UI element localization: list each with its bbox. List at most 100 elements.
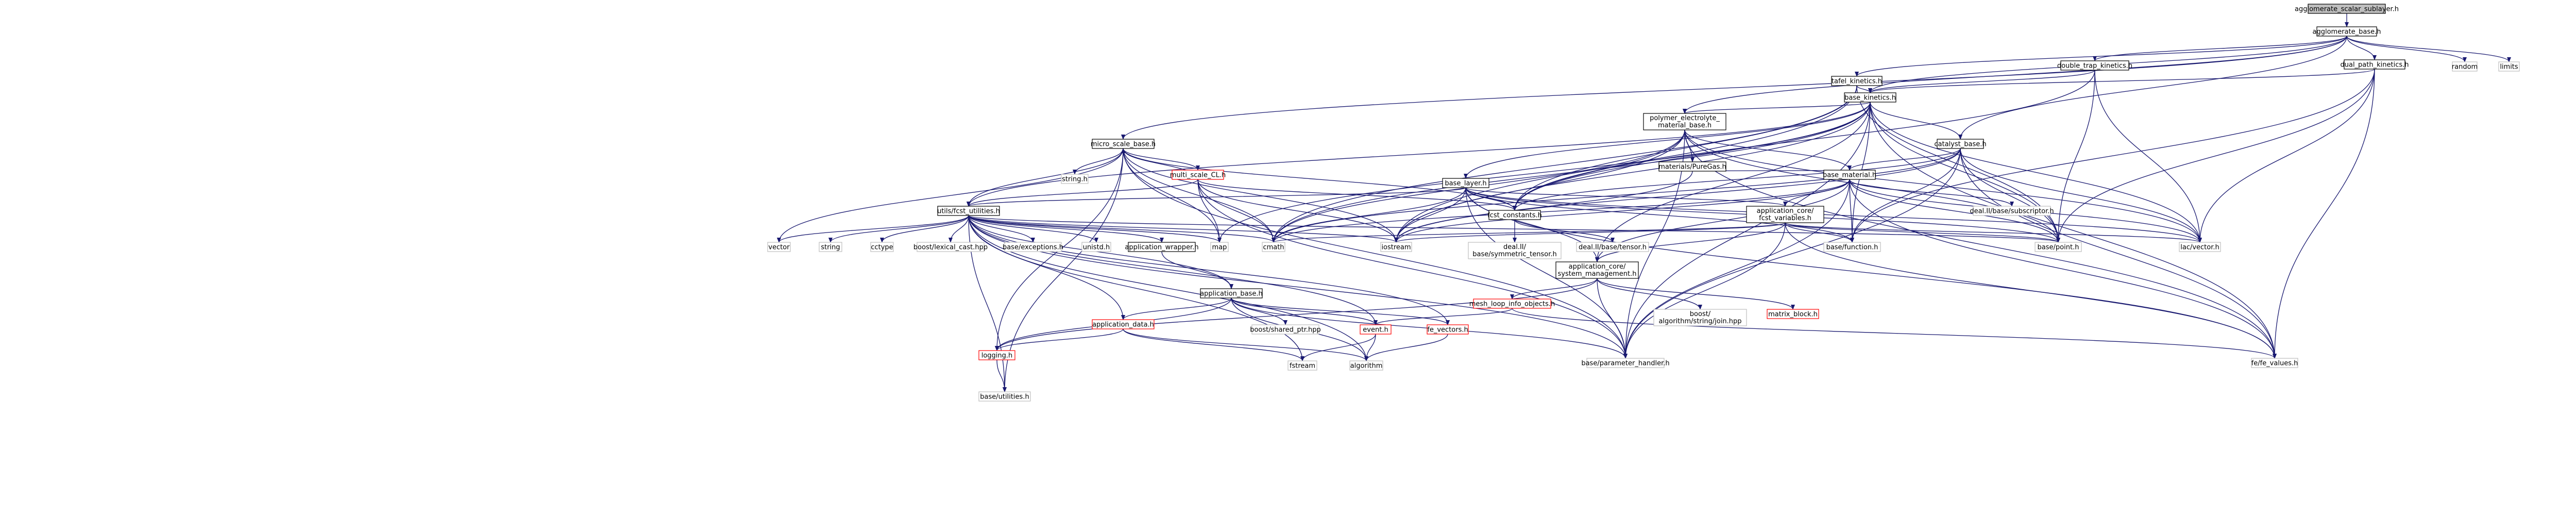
dependency-edge (1123, 148, 1276, 243)
node-label: system_management.h (1558, 270, 1637, 278)
edge-multi_scale-to-cmath (1197, 179, 1276, 243)
edge-app_core_vars-to-cmath (1272, 222, 1786, 243)
edge-agg_base-to-limits (2346, 36, 2511, 62)
node-label: fstream (1290, 362, 1315, 370)
dependency-edge (1849, 179, 1854, 243)
node-box (819, 242, 842, 252)
node-matrix-block[interactable]: matrix_block.h (1767, 309, 1819, 319)
dependency-edge (1849, 179, 2277, 359)
node-fe-vectors[interactable]: fe_vectors.h (1427, 324, 1469, 335)
edge-app_core_vars-to-app_system (1595, 222, 1786, 262)
node-box (1576, 242, 1649, 252)
node-base-kinetics[interactable]: base_kinetics.h (1844, 92, 1896, 103)
dependency-edge (1623, 179, 1850, 359)
edge-agg_base-to-tafel (1855, 36, 2347, 77)
node-app-data[interactable]: application_data.h (1092, 319, 1155, 329)
node-exceptions: base/exceptions.h (1003, 242, 1063, 252)
edge-app_system-to-param_handler (1597, 278, 1628, 359)
dependency-edge (968, 215, 1398, 243)
dependency-edge (1394, 171, 1693, 243)
node-label: matrix_block.h (1768, 311, 1818, 319)
dependency-edge (1595, 222, 1786, 262)
nodes-layer: agglomerate_scalar_sublayer.h agglomerate… (767, 4, 2520, 402)
edge-pure_gas-to-iostream (1394, 171, 1693, 243)
node-box (1643, 113, 1726, 130)
dependency-edge (1197, 179, 1276, 243)
dependency-edge (1121, 297, 1232, 320)
node-multi-scale[interactable]: multi_scale_CL.h (1170, 170, 1226, 180)
node-label: lac/vector.h (2180, 244, 2219, 252)
node-app-wrapper[interactable]: application_wrapper.h (1125, 242, 1199, 252)
node-event[interactable]: event.h (1360, 324, 1392, 335)
node-label: fcst_constants.h (1487, 212, 1542, 220)
node-box (2179, 242, 2221, 252)
node-label: deal.II/base/subscriptor.h (1970, 208, 2054, 215)
edge-catalyst-to-fcst_constants (1513, 148, 1961, 211)
edge-tafel-to-cmath (1272, 85, 1857, 243)
node-box (1488, 210, 1541, 220)
edge-polymer-to-base_material (1684, 129, 1852, 171)
node-dual-path[interactable]: dual_path_kinetics.h (2340, 59, 2409, 70)
edge-agg_base-to-catalyst (1958, 36, 2347, 140)
node-pure-gas[interactable]: materials/PureGas.h (1658, 161, 1726, 172)
node-micro[interactable]: micro_scale_base.h (1091, 139, 1156, 149)
node-polymer[interactable]: polymer_electrolyte_material_base.h (1643, 113, 1726, 130)
node-label: fcst_variables.h (1759, 214, 1811, 222)
node-root[interactable]: agglomerate_scalar_sublayer.h (2295, 4, 2399, 14)
node-app-system[interactable]: application_core/system_management.h (1555, 261, 1639, 279)
node-label: material_base.h (1658, 122, 1711, 129)
node-box (2498, 61, 2520, 72)
node-label: base/exceptions.h (1003, 244, 1063, 252)
node-label: deal.II/ (1503, 243, 1527, 251)
node-label: materials/PureGas.h (1658, 163, 1726, 171)
node-base-material[interactable]: base_material.h (1823, 170, 1876, 180)
edge-catalyst-to-base_point (1960, 148, 2060, 243)
dependency-edge (996, 359, 1007, 392)
node-app-core-vars[interactable]: application_core/fcst_variables.h (1746, 206, 1824, 223)
node-base-point: base/point.h (2035, 242, 2082, 252)
node-logging[interactable]: logging.h (978, 350, 1015, 360)
dependency-edge (1785, 222, 1854, 243)
node-box (1973, 206, 2051, 216)
dependency-edge (2056, 69, 2375, 243)
edge-base_material-to-cmath (1272, 179, 1850, 243)
edge-multi_scale-to-fcst_constants (1197, 179, 1517, 211)
node-app-base[interactable]: application_base.h (1200, 288, 1263, 299)
node-label: catalyst_base.h (1934, 141, 1986, 148)
edge-catalyst-to-base_material (1848, 148, 1961, 171)
edge-fcst_utilities-to-app_data (968, 215, 1125, 320)
edge-base_kinetics-to-lac_vector (1870, 102, 2202, 243)
dependency-edge (1513, 129, 1685, 211)
dependency-edge (1465, 187, 1854, 243)
dependency-edge (1623, 148, 1961, 359)
edge-base_kinetics-to-fcst_utilities (967, 102, 1871, 207)
edge-tafel-to-iostream (1394, 85, 1857, 243)
dependency-edge (968, 215, 1222, 243)
dependency-edge (1856, 85, 1872, 93)
node-base-layer[interactable]: base_layer.h (1442, 178, 1489, 188)
edge-app_base-to-shared_ptr (1231, 297, 1287, 325)
edge-fe_vectors-to-algorithm (1364, 334, 1448, 361)
node-box (767, 242, 791, 252)
edge-base_layer-to-app_core_vars (1465, 187, 1787, 207)
dependency-edge (2198, 69, 2375, 243)
node-catalyst[interactable]: catalyst_base.h (1934, 139, 1987, 149)
dependency-edge (1960, 148, 2202, 243)
node-label: algorithm (1350, 362, 1383, 370)
node-iostream: iostream (1380, 242, 1412, 252)
node-box (978, 391, 1031, 402)
node-label: base/point.h (2038, 244, 2079, 252)
dependency-edge (1510, 278, 1598, 300)
node-label: base/utilities.h (980, 393, 1029, 401)
node-agg-base[interactable]: agglomerate_base.h (2313, 26, 2381, 37)
node-base-utilities: base/utilities.h (978, 391, 1031, 402)
node-mesh-loop[interactable]: mesh_loop_info_objects.h (1469, 299, 1555, 309)
dependency-edge (1272, 222, 1786, 243)
edge-fcst_utilities-to-vector (777, 215, 969, 243)
node-fcst-constants[interactable]: fcst_constants.h (1487, 210, 1542, 220)
node-fcst-utilities[interactable]: utils/fcst_utilities.h (937, 206, 1000, 216)
edge-fcst_utilities-to-lexical_cast (948, 215, 969, 243)
edge-multi_scale-to-param_handler (1197, 179, 1628, 359)
node-tafel[interactable]: tafel_kinetics.h (1831, 76, 1883, 86)
node-double-trap[interactable]: double_trap_kinetics.h (2057, 60, 2132, 71)
